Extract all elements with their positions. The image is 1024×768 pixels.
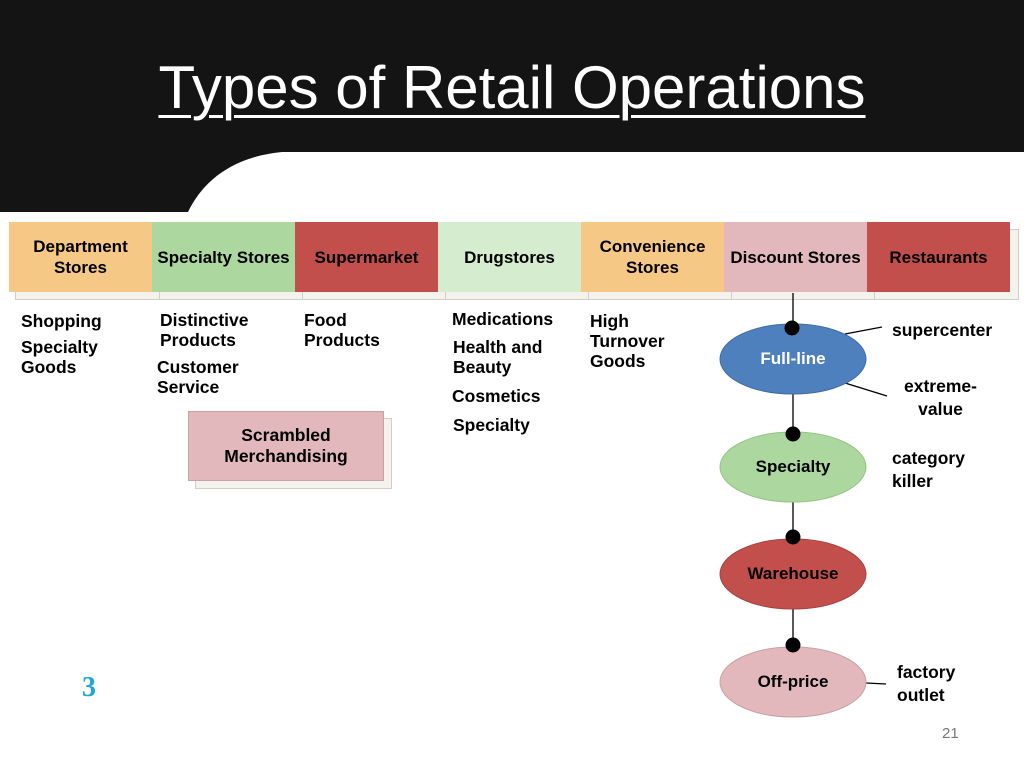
label-supercenter: supercenter bbox=[892, 320, 993, 340]
category-discount-stores: Discount Stores bbox=[724, 222, 867, 292]
category-specialty-stores: Specialty Stores bbox=[152, 222, 295, 292]
label-off-price: Off-price bbox=[757, 672, 829, 691]
label-category-killer: category killer bbox=[892, 448, 965, 491]
category-supermarket: Supermarket bbox=[295, 222, 438, 292]
category-department-stores: Department Stores bbox=[9, 222, 152, 292]
label-extreme-value: extreme-value bbox=[904, 376, 977, 419]
desc-food-products: Food Products bbox=[304, 310, 380, 350]
desc-customer-service: Customer Service bbox=[157, 357, 239, 397]
header-background bbox=[0, 0, 1024, 212]
desc-health-and-beauty: Health and Beauty bbox=[453, 337, 543, 377]
scrambled-merchandising-box: Scrambled Merchandising bbox=[188, 411, 384, 481]
desc-medications: Medications bbox=[452, 309, 554, 329]
label-specialty: Specialty bbox=[755, 457, 831, 476]
label-warehouse: Warehouse bbox=[747, 564, 839, 583]
section-number: 3 bbox=[82, 672, 96, 703]
label-factory-outlet: factory outlet bbox=[897, 662, 956, 705]
category-convenience-stores: Convenience Stores bbox=[581, 222, 724, 292]
desc-shopping: Shopping bbox=[21, 311, 102, 331]
desc-high-turnover-goods: High Turnover Goods bbox=[590, 311, 665, 371]
desc-specialty-goods: Specialty Goods bbox=[21, 337, 98, 377]
slide-title: Types of Retail Operations bbox=[158, 54, 866, 121]
category-restaurants: Restaurants bbox=[867, 222, 1010, 292]
page-number: 21 bbox=[942, 725, 959, 742]
category-drugstores: Drugstores bbox=[438, 222, 581, 292]
label-full-line: Full-line bbox=[760, 349, 826, 368]
desc-cosmetics: Cosmetics bbox=[452, 386, 541, 406]
connector-dots bbox=[784, 320, 801, 653]
desc-specialty: Specialty bbox=[453, 415, 530, 435]
desc-distinctive-products: Distinctive Products bbox=[160, 310, 249, 350]
